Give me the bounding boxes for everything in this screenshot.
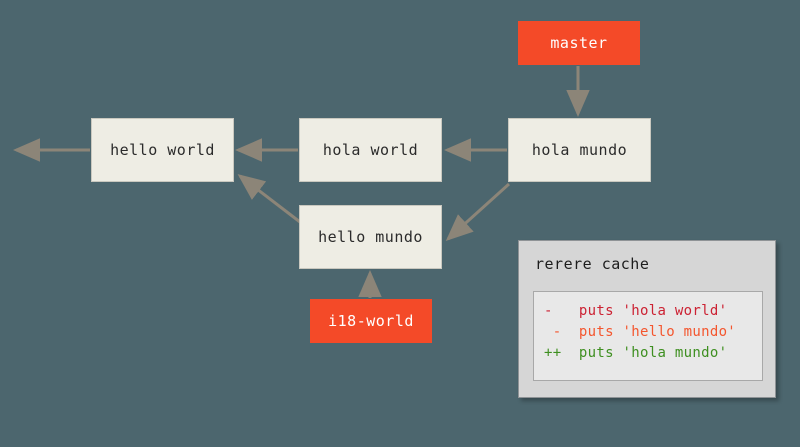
arrow-hello-mundo-to-hello-world <box>237 174 301 224</box>
diff-line-removed-ours: - puts 'hello mundo' <box>544 324 737 340</box>
diff-line-added: ++ puts 'hola mundo' <box>544 345 728 361</box>
rerere-cache-panel: rerere cache - puts 'hola world' - puts … <box>518 240 776 398</box>
branch-label-i18-world[interactable]: i18-world <box>310 299 432 343</box>
branch-label-master[interactable]: master <box>518 21 640 65</box>
commit-node-hello-world[interactable]: hello world <box>91 118 234 182</box>
diff-line-removed-theirs: - puts 'hola world' <box>544 303 728 319</box>
rerere-cache-code-block: - puts 'hola world' - puts 'hello mundo'… <box>533 291 763 381</box>
rerere-cache-title: rerere cache <box>535 255 650 273</box>
branch-label-text: i18-world <box>328 312 414 330</box>
commit-label: hola mundo <box>531 141 628 159</box>
commit-node-hola-world[interactable]: hola world <box>299 118 442 182</box>
commit-node-hello-mundo[interactable]: hello mundo <box>299 205 442 269</box>
arrow-hola-mundo-to-hello-mundo <box>445 182 511 242</box>
commit-label: hola world <box>322 141 419 159</box>
commit-label: hello mundo <box>318 228 423 246</box>
commit-node-hola-mundo[interactable]: hola mundo <box>508 118 651 182</box>
branch-label-text: master <box>550 34 608 52</box>
commit-label: hello world <box>110 141 215 159</box>
